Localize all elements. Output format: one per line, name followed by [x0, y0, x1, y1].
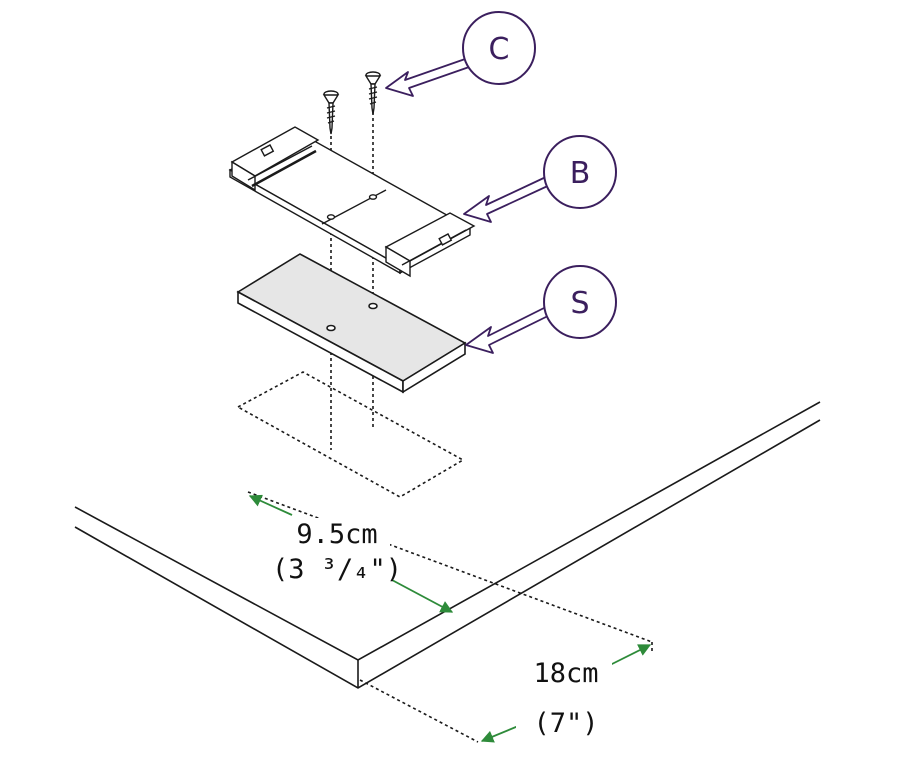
- depth-dimension-label: 9.5cm (3 ³/₄"): [272, 518, 402, 585]
- screw-right: [364, 71, 382, 115]
- callout-s: S: [543, 265, 617, 339]
- depth-metric: 9.5cm: [296, 519, 377, 550]
- mounting-bracket: [228, 126, 476, 278]
- depth-arrow-right: [391, 579, 454, 613]
- callout-b: B: [543, 135, 617, 209]
- callout-b-letter: B: [570, 156, 591, 191]
- depth-imperial: (3 ³/₄"): [272, 554, 402, 585]
- bracket-hole-left: [326, 214, 336, 220]
- callout-arrows: [385, 57, 553, 354]
- callout-arrow-b: [463, 175, 553, 223]
- callout-s-letter: S: [570, 286, 589, 321]
- screw-left: [322, 90, 340, 135]
- width-guide-left: [359, 679, 479, 743]
- width-dimension-label: 18cm (7"): [516, 654, 612, 744]
- spacer-block: [236, 253, 467, 394]
- callout-c: C: [462, 11, 536, 85]
- depth-arrow-left: [248, 494, 293, 516]
- callout-c-letter: C: [489, 32, 510, 67]
- spacer-hole-left: [326, 324, 336, 332]
- table-top: [74, 401, 821, 689]
- callout-arrow-s: [465, 305, 553, 354]
- width-imperial: (7"): [533, 708, 598, 739]
- width-arrow-top: [607, 644, 652, 667]
- bracket-footprint-outline: [236, 371, 465, 498]
- width-metric: 18cm: [533, 658, 598, 689]
- callout-arrow-c: [385, 57, 473, 97]
- bracket-hole-right: [368, 194, 378, 200]
- spacer-hole-right: [368, 302, 378, 310]
